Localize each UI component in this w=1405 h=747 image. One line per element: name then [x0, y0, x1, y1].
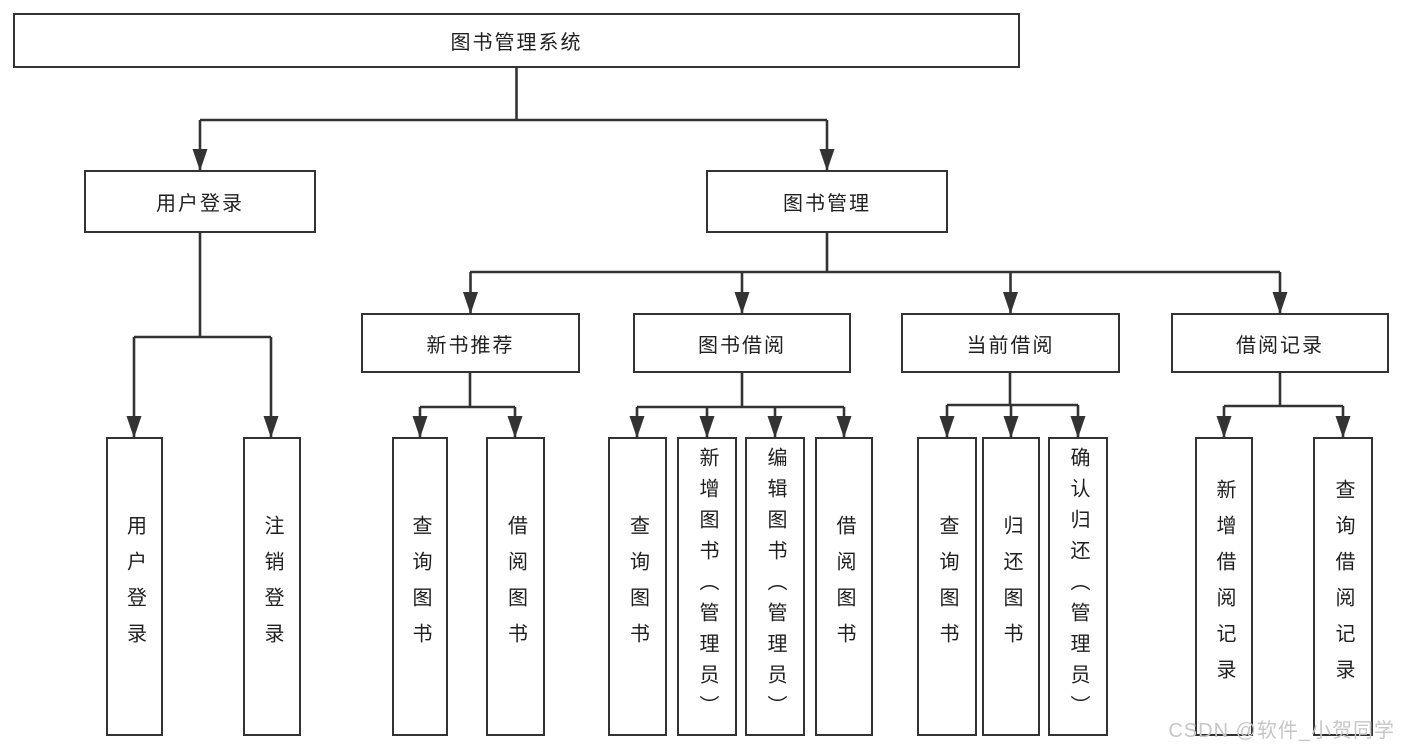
leaf-return-books-label: 归还图书: [1000, 514, 1022, 659]
leaf-query-books-3-label: 查询图书: [936, 514, 958, 659]
leaf-query-books-2: 查询图书: [608, 437, 667, 736]
node-book-borrow: 图书借阅: [633, 313, 851, 373]
leaf-query-books-1: 查询图书: [392, 437, 448, 736]
leaf-borrow-books-2-label: 借阅图书: [833, 514, 855, 659]
leaf-logout: 注销登录: [243, 437, 301, 736]
leaf-edit-books-admin: 编辑图书（管理员）: [745, 437, 805, 736]
leaf-query-books-1-label: 查询图书: [409, 514, 431, 659]
leaf-borrow-books-1-label: 借阅图书: [504, 514, 527, 659]
leaf-query-books-2-label: 查询图书: [626, 514, 649, 659]
leaf-add-books-admin: 新增图书（管理员）: [677, 437, 737, 736]
leaf-query-borrow-record-label: 查询借阅记录: [1332, 478, 1354, 695]
leaf-edit-books-admin-label: 编辑图书（管理员）: [764, 447, 786, 726]
leaf-add-borrow-record-label: 新增借阅记录: [1213, 478, 1235, 695]
leaf-return-books: 归还图书: [982, 437, 1040, 736]
leaf-logout-label: 注销登录: [261, 514, 283, 659]
leaf-borrow-books-1: 借阅图书: [486, 437, 545, 736]
leaf-user-login-label: 用户登录: [123, 514, 146, 659]
node-user-login: 用户登录: [84, 170, 316, 233]
node-root: 图书管理系统: [13, 13, 1020, 68]
leaf-confirm-return-admin-label: 确认归还（管理员）: [1067, 447, 1089, 726]
leaf-query-books-3: 查询图书: [917, 437, 977, 736]
node-borrow-records: 借阅记录: [1171, 313, 1389, 373]
arrow-lines: [126, 120, 1351, 438]
leaf-add-books-admin-label: 新增图书（管理员）: [696, 447, 718, 726]
node-book-borrow-label: 图书借阅: [698, 334, 786, 357]
leaf-borrow-books-2: 借阅图书: [815, 437, 873, 736]
node-borrow-records-label: 借阅记录: [1236, 334, 1324, 357]
node-book-management-label: 图书管理: [783, 193, 871, 215]
node-current-borrow-label: 当前借阅: [966, 334, 1055, 357]
leaf-query-borrow-record: 查询借阅记录: [1313, 437, 1373, 736]
node-book-management: 图书管理: [706, 170, 948, 233]
leaf-confirm-return-admin: 确认归还（管理员）: [1048, 437, 1108, 736]
node-new-book-recommend-label: 新书推荐: [426, 334, 515, 357]
leaf-add-borrow-record: 新增借阅记录: [1195, 437, 1253, 736]
leaf-user-login: 用户登录: [106, 437, 163, 736]
node-new-book-recommend: 新书推荐: [361, 313, 580, 373]
node-current-borrow: 当前借阅: [901, 313, 1120, 373]
csdn-watermark: CSDN @软件_小贺同学: [1168, 720, 1395, 742]
trunk-lines: [134, 68, 1343, 409]
node-user-login-label: 用户登录: [156, 193, 244, 215]
node-root-label: 图书管理系统: [450, 32, 583, 54]
